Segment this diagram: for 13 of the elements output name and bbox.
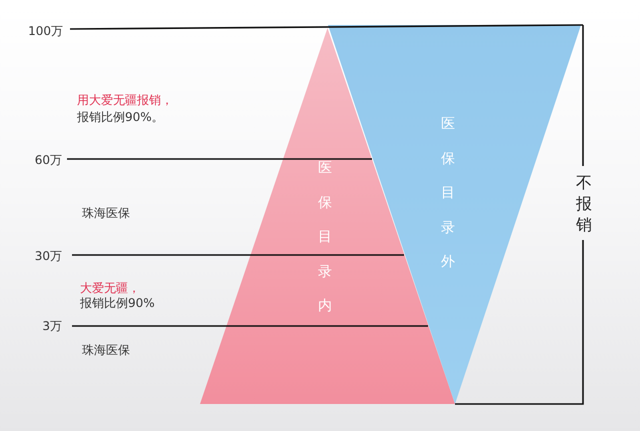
amount-label: 30万 [34, 249, 62, 263]
insurance-label: 珠海医保 [82, 206, 130, 220]
note-text: 报销比例90% [80, 296, 155, 310]
note-text: 报销比例90%。 [77, 110, 164, 124]
amount-label: 60万 [34, 153, 62, 167]
category-label: 医保目录外 [441, 115, 455, 272]
reimbursement-label: 不报销 [576, 172, 592, 235]
amount-label: 100万 [28, 24, 63, 38]
insurance-label: 珠海医保 [82, 343, 130, 357]
amount-label: 3万 [42, 319, 62, 333]
note-text: 大爱无疆， [80, 281, 140, 295]
category-label: 医保目录内 [318, 159, 332, 316]
note-text: 用大爱无疆报销， [77, 93, 173, 107]
